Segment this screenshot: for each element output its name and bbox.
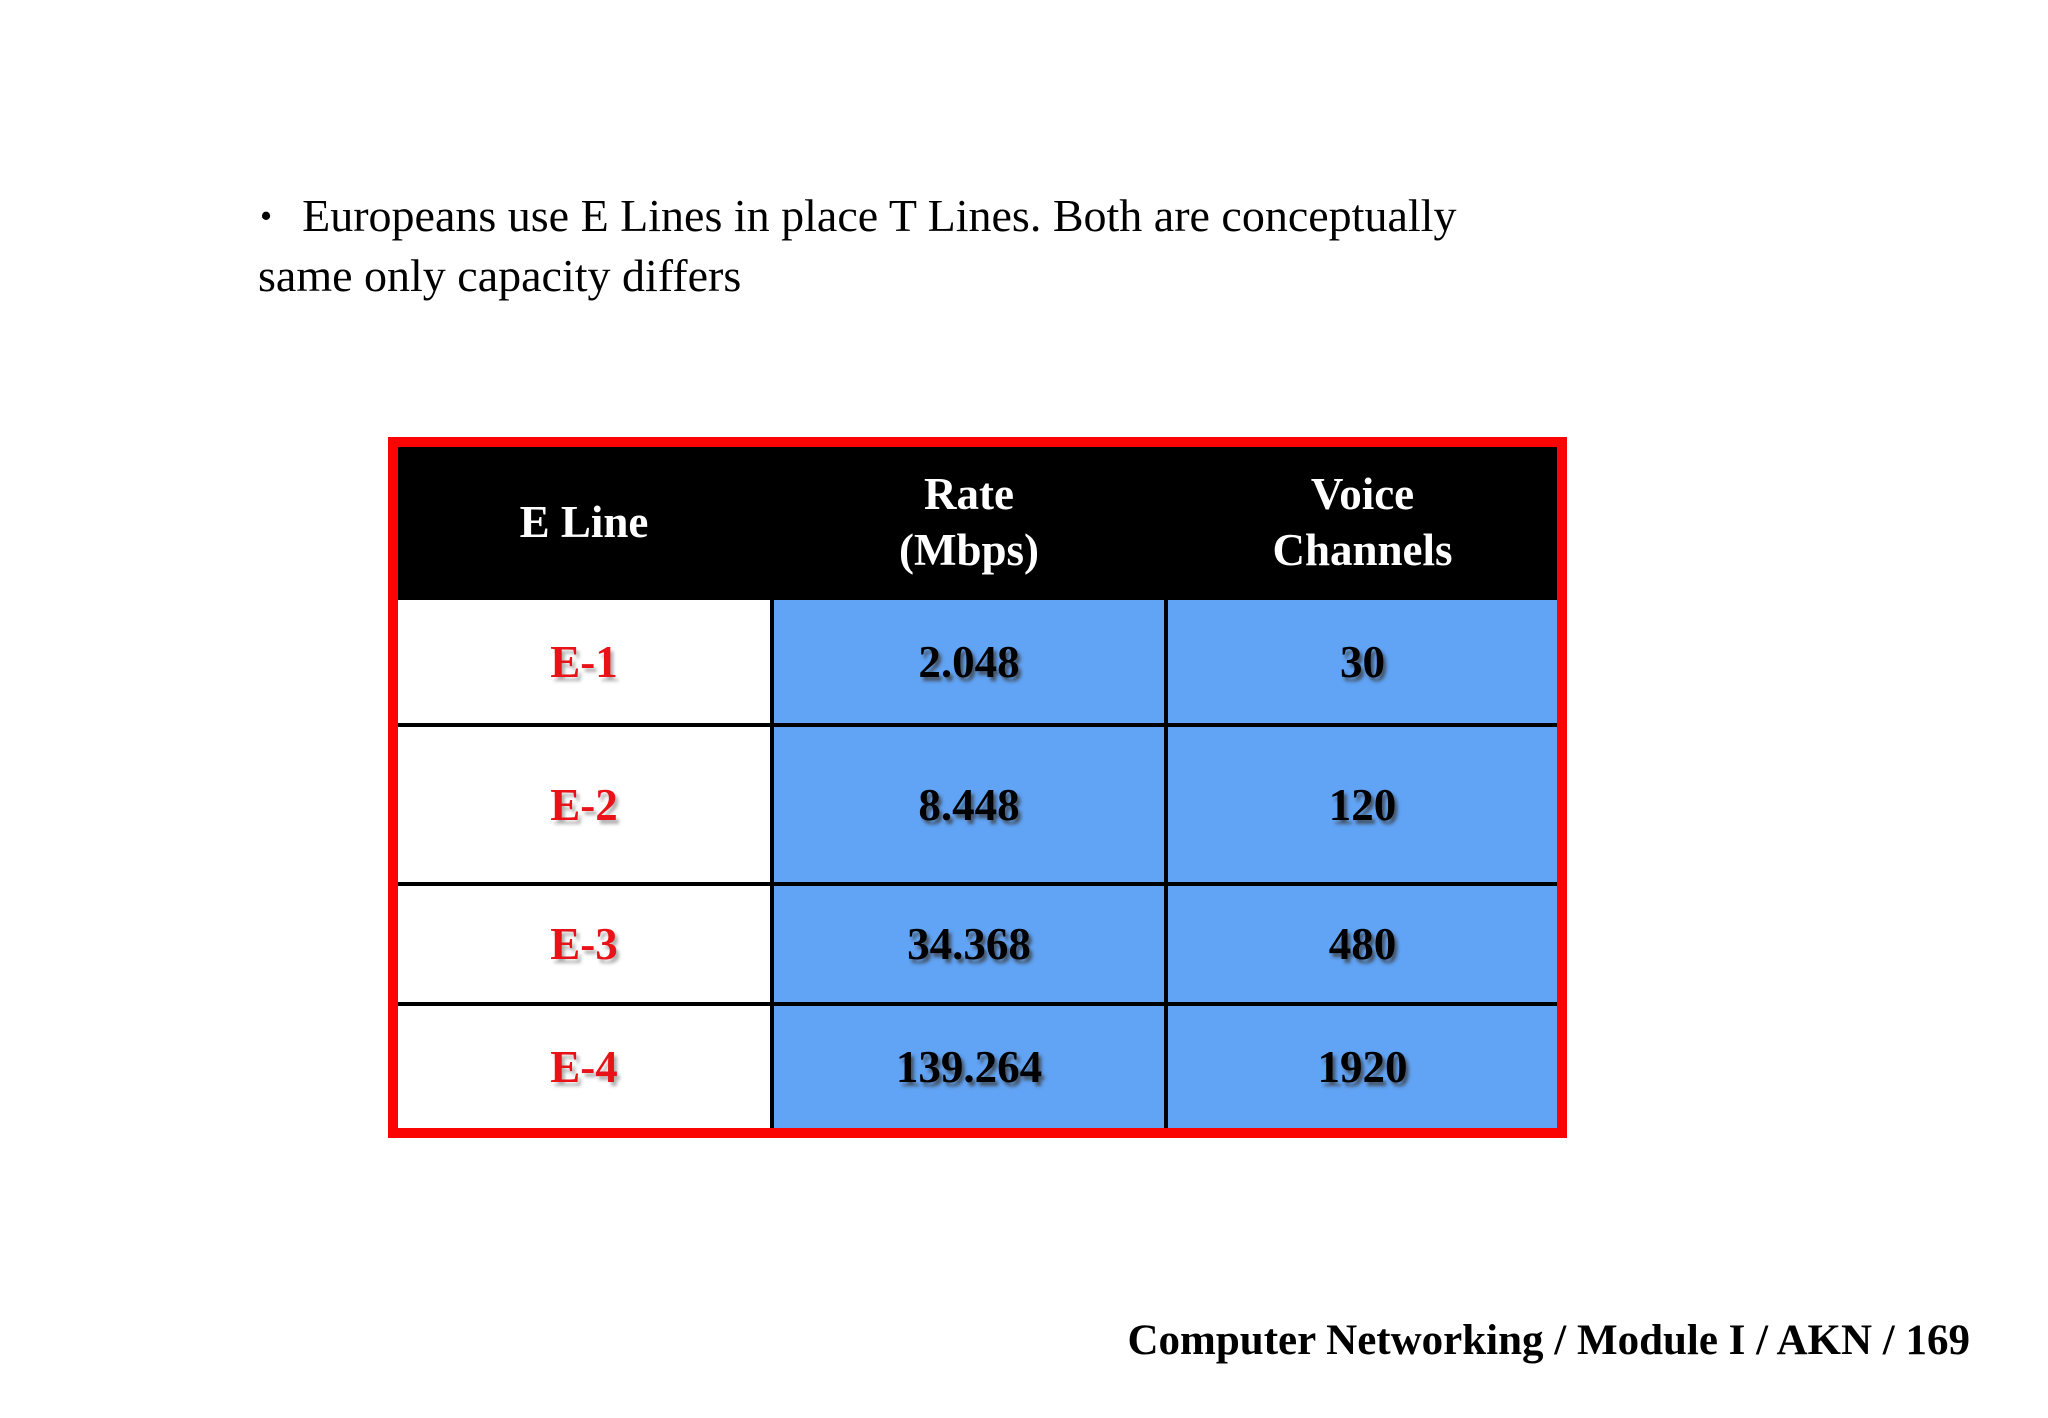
header-cell-voice-channels: Voice Channels (1168, 447, 1557, 600)
cell-e1-label: E-1 (398, 600, 774, 727)
header-cell-e-line: E Line (398, 447, 774, 600)
bullet-line-1: • Europeans use E Lines in place T Lines.… (258, 186, 1658, 246)
slide-footer: Computer Networking / Module I / AKN / 1… (1127, 1317, 1971, 1364)
cell-e2-rate: 8.448 (774, 727, 1168, 886)
e-line-table: E Line Rate (Mbps) Voice Channels E-1 2.… (388, 437, 1567, 1138)
cell-e4-label: E-4 (398, 1006, 774, 1128)
cell-e3-label: E-3 (398, 886, 774, 1006)
bullet-text-line-2: same only capacity differs (258, 250, 742, 301)
cell-e4-rate: 139.264 (774, 1006, 1168, 1128)
bullet-text-line-1: Europeans use E Lines in place T Lines. … (302, 190, 1457, 241)
cell-e2-channels: 120 (1168, 727, 1557, 886)
header-cell-rate: Rate (Mbps) (774, 447, 1168, 600)
bullet-marker: • (260, 196, 273, 235)
cell-e4-channels: 1920 (1168, 1006, 1557, 1128)
cell-e1-rate: 2.048 (774, 600, 1168, 727)
cell-e3-channels: 480 (1168, 886, 1557, 1006)
cell-e1-channels: 30 (1168, 600, 1557, 727)
bullet-paragraph: • Europeans use E Lines in place T Lines.… (258, 186, 1658, 306)
cell-e3-rate: 34.368 (774, 886, 1168, 1006)
cell-e2-label: E-2 (398, 727, 774, 886)
